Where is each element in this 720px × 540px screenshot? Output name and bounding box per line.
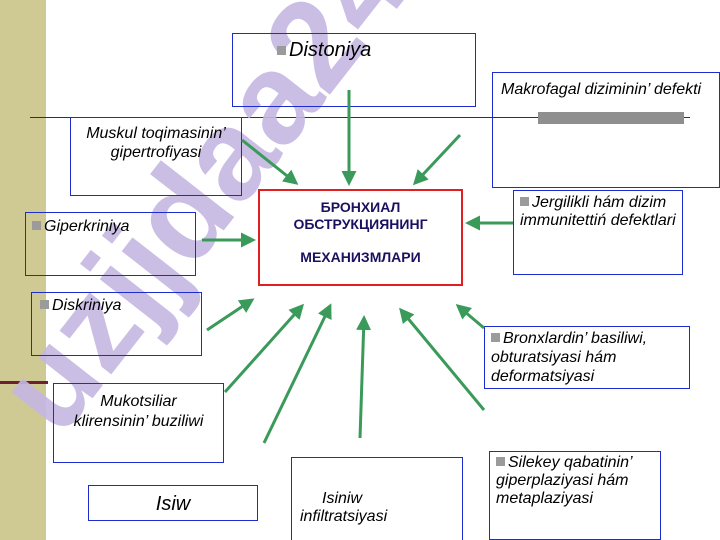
node-diskriniya: Diskriniya — [31, 292, 202, 356]
arrow-mukotsiliar — [223, 303, 305, 394]
bullet-icon — [491, 333, 500, 342]
node-isiniw: Isiniw infiltratsiyasi — [291, 457, 463, 540]
header-divider-line — [30, 117, 690, 118]
center-line-2: ОБСТРУКЦИЯНИНГ — [293, 216, 428, 232]
node-mukotsiliar: Mukotsiliar klirensinin’ buziliwi — [53, 383, 224, 463]
central-node: БРОНХИАЛ ОБСТРУКЦИЯНИНГ МЕХАНИЗМЛАРИ — [258, 189, 463, 286]
node-giperkriniya: Giperkriniya — [25, 212, 196, 276]
node-distoniya: Distoniya — [232, 33, 476, 107]
node-muskul: Muskul toqimasinin’ gipertrofiyasi — [70, 117, 242, 196]
bullet-icon — [32, 221, 41, 230]
node-silekey: Silekey qabatinin’ giperplaziyasi hám me… — [489, 451, 661, 540]
center-line-1: БРОНХИАЛ — [320, 199, 401, 215]
arrow-diskriniya — [206, 298, 255, 332]
node-isiw: Isiw — [88, 485, 258, 521]
arrow-makrofagal — [412, 133, 462, 186]
node-jergilikli: Jergilikli hám dizim immunitettiń defekt… — [513, 190, 683, 275]
node-bronxlardin: Bronxlardin’ basiliwi, obturatsiyasi hám… — [484, 326, 690, 389]
bullet-icon — [496, 457, 505, 466]
center-line-3: МЕХАНИЗМЛАРИ — [300, 249, 421, 265]
bullet-icon — [40, 300, 49, 309]
arrow-isiniw — [356, 315, 372, 439]
grey-bar-decoration — [538, 112, 684, 124]
arrow-bronxlardin — [455, 304, 485, 330]
arrow-isiw — [262, 303, 332, 444]
bullet-icon — [520, 197, 529, 206]
arrow-silekey — [399, 307, 486, 411]
bullet-icon — [277, 46, 286, 55]
sidebar-strip — [0, 0, 46, 540]
sidebar-accent-line — [0, 381, 48, 384]
arrow-muskul — [241, 138, 299, 185]
